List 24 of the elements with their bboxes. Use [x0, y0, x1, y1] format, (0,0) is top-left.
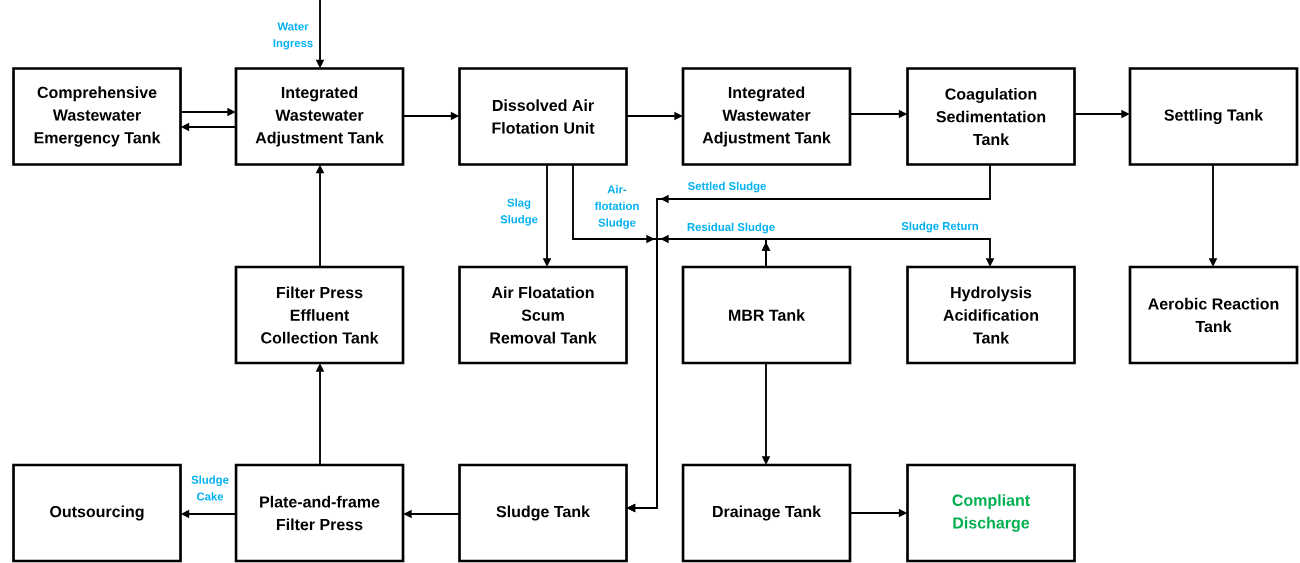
edge-label: Residual Sludge	[685, 221, 777, 235]
edge-label: Water Ingress	[270, 21, 316, 51]
process-box: Sludge Tank	[458, 463, 628, 563]
process-box: Air Floatation Scum Removal Tank	[458, 265, 628, 365]
process-box: Outsourcing	[12, 463, 182, 563]
process-box: Comprehensive Wastewater Emergency Tank	[12, 67, 182, 166]
edge-label: Sludge Return	[899, 220, 981, 234]
process-box: Filter Press Effluent Collection Tank	[234, 265, 405, 365]
process-box: Integrated Wastewater Adjustment Tank	[681, 67, 852, 166]
edge-label: Settled Sludge	[686, 180, 768, 194]
process-box: Coagulation Sedimentation Tank	[906, 67, 1076, 166]
process-box: Hydrolysis Acidification Tank	[906, 265, 1076, 365]
edge-label: Slag Sludge	[497, 197, 541, 227]
process-box: Integrated Wastewater Adjustment Tank	[234, 67, 405, 166]
edge-label: Sludge Cake	[188, 474, 232, 502]
process-box: MBR Tank	[681, 265, 852, 365]
process-box: Plate-and-frame Filter Press	[234, 463, 405, 563]
edge-label: Air-flotation Sludge	[591, 183, 643, 231]
process-box: Aerobic Reaction Tank	[1128, 265, 1299, 365]
process-box: Dissolved Air Flotation Unit	[458, 67, 628, 166]
process-box: Settling Tank	[1128, 67, 1299, 166]
process-box: Compliant Discharge	[906, 463, 1076, 563]
arrow	[761, 238, 995, 268]
process-box: Drainage Tank	[681, 463, 852, 563]
